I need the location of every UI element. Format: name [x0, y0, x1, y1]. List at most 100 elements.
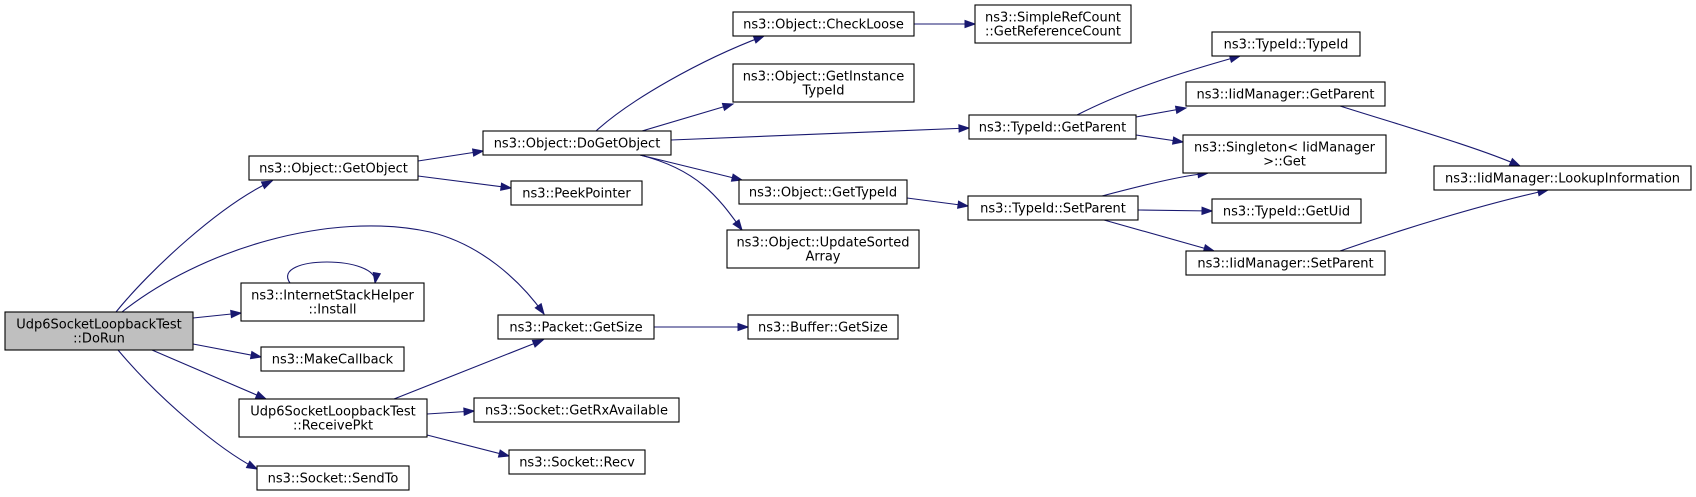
edge-receivepkt-to-getrxavailable — [426, 407, 476, 416]
node-label-line: ns3::TypeId::GetUid — [1223, 205, 1350, 220]
edge-receivepkt-to-recv — [426, 434, 511, 458]
edge-dogetobject-to-gettypeid — [639, 154, 744, 182]
node-box — [4, 311, 194, 351]
node-singleton_get[interactable]: ns3::Singleton< IidManager>::Get — [1182, 134, 1387, 174]
node-iid_setparent[interactable]: ns3::IidManager::SetParent — [1185, 250, 1386, 276]
node-iid_getparent[interactable]: ns3::IidManager::GetParent — [1185, 81, 1386, 107]
node-gettypeid[interactable]: ns3::Object::GetTypeId — [738, 179, 908, 205]
node-sendto[interactable]: ns3::Socket::SendTo — [256, 465, 410, 491]
node-recv[interactable]: ns3::Socket::Recv — [508, 449, 646, 475]
node-box — [1211, 31, 1361, 57]
arrowhead-icon — [230, 309, 243, 319]
arrowhead-icon — [1171, 136, 1185, 145]
node-install[interactable]: ns3::InternetStackHelper::Install — [240, 282, 425, 322]
node-box — [1182, 134, 1387, 174]
node-label-line: Array — [805, 250, 840, 265]
node-box — [968, 114, 1137, 140]
arrowhead-icon — [372, 271, 382, 285]
node-label-line: ::DoRun — [73, 332, 125, 347]
arrowhead-icon — [534, 302, 545, 316]
node-typeid_typeid[interactable]: ns3::TypeId::TypeId — [1211, 31, 1361, 57]
edge-typeid_getparent-to-singleton_get — [1135, 134, 1185, 145]
node-box — [510, 180, 643, 206]
arrowhead-icon — [964, 19, 977, 29]
node-label-line: ns3::TypeId::SetParent — [980, 202, 1126, 217]
node-packet_getsize[interactable]: ns3::Packet::GetSize — [497, 314, 655, 340]
node-label-line: ns3::IidManager::SetParent — [1197, 257, 1373, 272]
edge-line — [151, 349, 267, 400]
node-label-line: ns3::InternetStackHelper — [251, 289, 414, 304]
edge-gettypeid-to-setparent — [906, 197, 970, 209]
node-label-line: ns3::Object::GetInstance — [743, 70, 905, 85]
node-label-line: ns3::Singleton< IidManager — [1194, 141, 1376, 156]
edge-line — [287, 261, 376, 284]
node-box — [497, 314, 655, 340]
node-box — [974, 4, 1132, 44]
node-box — [260, 346, 405, 372]
arrowhead-icon — [752, 35, 766, 44]
node-peekpointer[interactable]: ns3::PeekPointer — [510, 180, 643, 206]
node-getuid[interactable]: ns3::TypeId::GetUid — [1211, 198, 1362, 224]
node-label-line: Udp6SocketLoopbackTest — [250, 405, 415, 420]
node-label-line: ::ReceivePkt — [293, 419, 373, 434]
edge-iid_setparent-to-lookupinfo — [1339, 188, 1550, 252]
edge-line — [1339, 189, 1549, 252]
edge-dogetobject-to-updatesorted — [639, 154, 743, 232]
node-lookupinfo[interactable]: ns3::IidManager::LookupInformation — [1433, 165, 1692, 191]
node-label-line: ns3::Object::GetTypeId — [749, 186, 897, 201]
arrowhead-icon — [254, 390, 268, 400]
edge-install-to-install — [287, 261, 382, 285]
node-buffer_getsize[interactable]: ns3::Buffer::GetSize — [747, 314, 899, 340]
arrowhead-icon — [249, 350, 263, 360]
edge-root-to-install — [192, 309, 243, 319]
node-box — [256, 465, 410, 491]
node-box — [1211, 198, 1362, 224]
node-box — [726, 229, 920, 269]
edge-line — [1101, 172, 1209, 197]
node-label-line: ns3::Socket::GetRxAvailable — [485, 404, 668, 419]
node-receivepkt[interactable]: Udp6SocketLoopbackTest::ReceivePkt — [238, 398, 428, 438]
node-getrxavailable[interactable]: ns3::Socket::GetRxAvailable — [473, 397, 680, 423]
node-typeid_getparent[interactable]: ns3::TypeId::GetParent — [968, 114, 1137, 140]
edge-line — [639, 154, 743, 231]
node-box — [1433, 165, 1692, 191]
node-box — [238, 398, 428, 438]
edge-line — [121, 225, 545, 315]
edge-getobject-to-peekpointer — [417, 175, 513, 191]
node-label-line: ns3::PeekPointer — [522, 187, 631, 202]
arrowhead-icon — [958, 124, 971, 133]
node-dogetobject[interactable]: ns3::Object::DoGetObject — [482, 130, 672, 156]
edge-setparent-to-getuid — [1137, 206, 1214, 216]
node-setparent[interactable]: ns3::TypeId::SetParent — [967, 195, 1139, 221]
node-box — [747, 314, 899, 340]
node-label-line: ns3::IidManager::LookupInformation — [1445, 172, 1680, 187]
edge-root-to-makecallback — [192, 343, 263, 360]
arrowhead-icon — [737, 322, 750, 332]
arrowhead-icon — [1508, 157, 1522, 167]
edge-line — [1076, 55, 1241, 116]
node-checkloose[interactable]: ns3::Object::CheckLoose — [732, 11, 915, 37]
node-label-line: ns3::TypeId::GetParent — [979, 121, 1127, 136]
node-label-line: ns3::IidManager::GetParent — [1196, 88, 1374, 103]
node-label-line: ns3::SimpleRefCount — [985, 11, 1121, 26]
edge-line — [192, 343, 262, 358]
node-box — [508, 449, 646, 475]
node-label-line: ::GetReferenceCount — [985, 25, 1121, 40]
node-label-line: ns3::TypeId::TypeId — [1224, 38, 1349, 53]
edge-dogetobject-to-typeid_getparent — [670, 124, 971, 141]
node-root[interactable]: Udp6SocketLoopbackTest::DoRun — [4, 311, 194, 351]
edges-layer — [115, 19, 1550, 470]
edge-line — [393, 339, 544, 400]
node-label-line: ns3::Object::GetObject — [259, 162, 408, 177]
node-makecallback[interactable]: ns3::MakeCallback — [260, 346, 405, 372]
node-getobject[interactable]: ns3::Object::GetObject — [248, 155, 419, 181]
edge-line — [417, 175, 512, 189]
arrowhead-icon — [463, 407, 476, 416]
node-getrefcount[interactable]: ns3::SimpleRefCount::GetReferenceCount — [974, 4, 1132, 44]
node-label-line: TypeId — [802, 84, 845, 99]
edge-checkloose-to-getrefcount — [914, 19, 977, 29]
arrowhead-icon — [1201, 206, 1214, 216]
